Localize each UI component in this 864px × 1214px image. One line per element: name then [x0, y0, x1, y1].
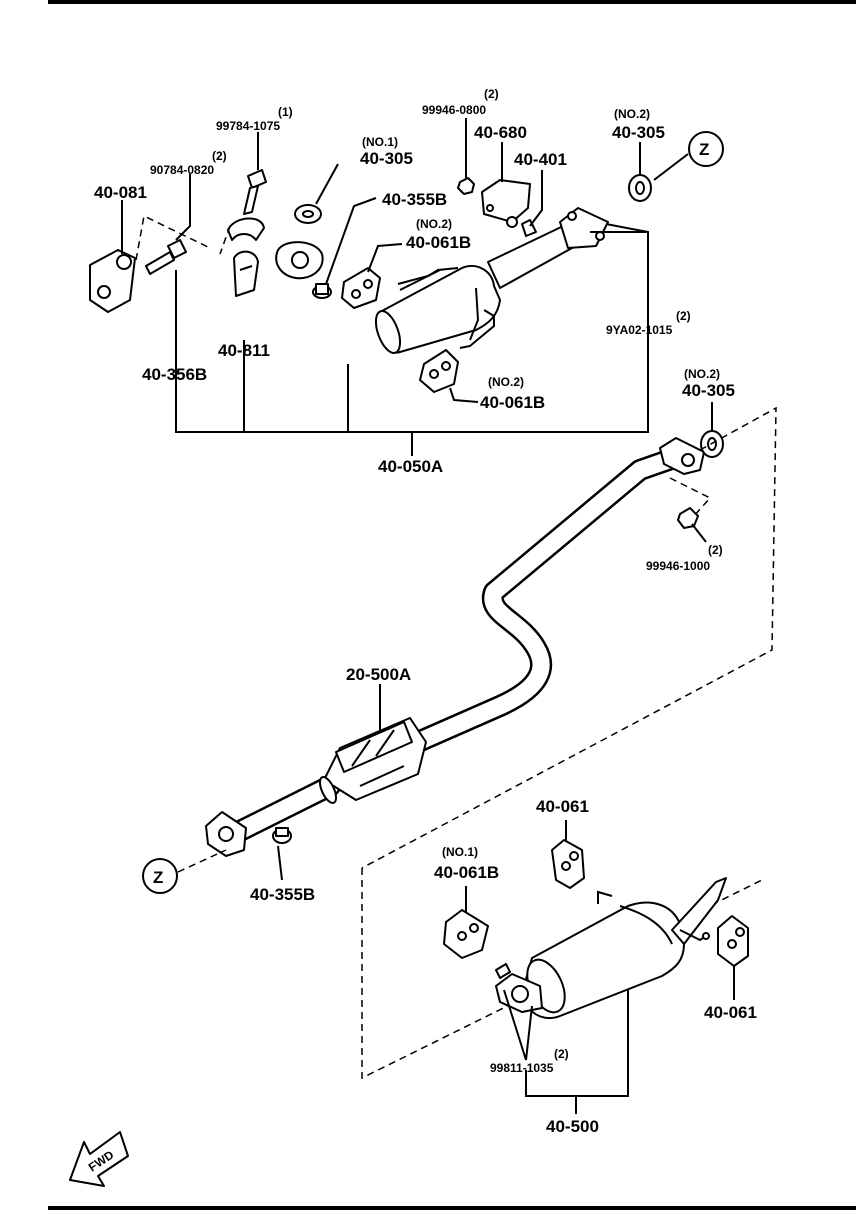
heat-insulator-40-680 — [481, 179, 531, 223]
leader-lines-rear — [465, 820, 735, 1114]
label-90784-0820: 90784-0820 — [150, 163, 214, 177]
label-40-356b: 40-356B — [142, 365, 207, 384]
bolt-99784-1075 — [243, 169, 267, 215]
bolt-90784-0820 — [145, 239, 187, 275]
label-99946-1000-qty: (2) — [708, 543, 723, 557]
label-40-305-no2-mid: 40-305 — [682, 381, 735, 400]
grommet-40-355b — [312, 283, 332, 299]
catalytic-converter — [318, 717, 427, 804]
label-40-061-right: 40-061 — [704, 1003, 757, 1022]
rear-flange — [559, 207, 609, 249]
label-40-305-no2-top-tag: (NO.2) — [614, 107, 650, 121]
label-40-811: 40-811 — [218, 341, 270, 360]
label-40-061-top: 40-061 — [536, 797, 589, 816]
label-40-401: 40-401 — [514, 150, 567, 169]
bolt-99811-1035 — [495, 963, 511, 979]
z-label-top: Z — [699, 140, 709, 159]
label-40-305-no2-top: 40-305 — [612, 123, 665, 142]
label-40-500: 40-500 — [546, 1117, 599, 1136]
leader-lines-middle — [177, 402, 777, 881]
front-flange — [659, 437, 705, 475]
main-muffler — [522, 877, 727, 1019]
label-40-061b-no1: 40-061B — [434, 863, 499, 882]
label-40-305-no1: 40-305 — [360, 149, 413, 168]
z-label-bottom: Z — [153, 868, 163, 887]
top-border — [48, 0, 856, 4]
z-marker-bottom — [142, 858, 178, 894]
label-99811-1035: 99811-1035 — [490, 1061, 554, 1075]
label-99811-qty: (2) — [554, 1047, 569, 1061]
fwd-arrow — [69, 1131, 129, 1187]
gasket-40-811 — [233, 250, 259, 297]
bracket-40-401 — [506, 216, 537, 237]
rubber-hanger-40-061b-no1 — [443, 909, 489, 959]
label-40-305-no2-mid-tag: (NO.2) — [684, 367, 720, 381]
label-40-355b-bottom: 40-355B — [250, 885, 315, 904]
label-40-061b-mid: 40-061B — [480, 393, 545, 412]
label-40-355b-top: 40-355B — [382, 190, 447, 209]
label-20-500a: 20-500A — [346, 665, 411, 684]
grommet-40-355b-bottom — [272, 827, 292, 844]
label-40-061b-no1-tag: (NO.1) — [442, 845, 478, 859]
bottom-border — [48, 1206, 856, 1210]
converter-inlet-flange — [205, 811, 247, 857]
label-40-061b-top: 40-061B — [406, 233, 471, 252]
hanger-rod — [397, 267, 459, 285]
pre-muffler — [374, 217, 591, 354]
label-99946-0800: 99946-0800 — [422, 103, 486, 117]
label-40-061b-top-tag: (NO.2) — [416, 217, 452, 231]
label-40-081: 40-081 — [94, 183, 147, 202]
middle-pipe — [219, 445, 691, 847]
hanger-rod-2 — [459, 309, 495, 349]
rubber-hanger-40-061-right — [717, 915, 749, 967]
z-marker-top — [688, 131, 724, 167]
label-40-050a: 40-050A — [378, 457, 443, 476]
nut-99946-1000 — [677, 507, 699, 529]
nut-99946-0800 — [457, 177, 475, 195]
label-9ya02-1015: 9YA02-1015 — [606, 323, 673, 337]
label-9ya02-qty: (2) — [676, 309, 691, 323]
label-99946-0800-qty: (2) — [484, 87, 499, 101]
rubber-hanger-40-061b-top — [341, 267, 381, 309]
label-40-680: 40-680 — [474, 123, 527, 142]
label-99784-1075: 99784-1075 — [216, 119, 280, 133]
front-pipe — [275, 241, 388, 359]
label-40-061b-mid-tag: (NO.2) — [488, 375, 524, 389]
label-99946-1000: 99946-1000 — [646, 559, 710, 573]
label-40-305-no1-tag: (NO.1) — [362, 135, 398, 149]
label-99784-qty: (1) — [278, 105, 293, 119]
label-90784-qty: (2) — [212, 149, 227, 163]
bracket-40-081 — [89, 249, 136, 313]
clamp — [227, 217, 265, 241]
leader-lines-upper — [121, 118, 689, 456]
rubber-hanger-40-061-top — [551, 839, 585, 889]
rubber-hanger-40-061b-mid — [419, 349, 459, 393]
